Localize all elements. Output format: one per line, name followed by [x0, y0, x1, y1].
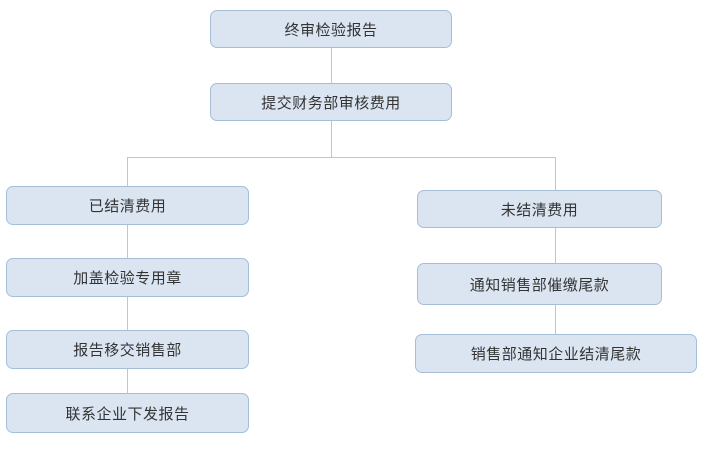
node-report-to-sales-dept: 报告移交销售部	[6, 330, 249, 369]
connector-notify-to-salesnotify	[555, 305, 556, 334]
node-sales-notify-enterprise-settle-balance: 销售部通知企业结清尾款	[415, 334, 697, 373]
connector-junction-to-settled	[127, 157, 128, 186]
connector-unsettled-to-notify	[555, 228, 556, 263]
connector-root-to-submit	[331, 48, 332, 83]
connector-junction-to-unsettled	[555, 157, 556, 190]
connector-submit-to-junction	[331, 121, 332, 157]
node-fees-settled: 已结清费用	[6, 186, 249, 225]
connector-settled-to-stamp	[127, 225, 128, 258]
node-final-inspection-report: 终审检验报告	[210, 10, 452, 48]
connector-branch-junction	[127, 157, 556, 158]
node-notify-sales-collect-balance: 通知销售部催缴尾款	[417, 263, 662, 305]
node-submit-finance-fee-review: 提交财务部审核费用	[210, 83, 452, 121]
connector-transfer-to-contact	[127, 369, 128, 393]
node-stamp-inspection-seal: 加盖检验专用章	[6, 258, 249, 297]
node-contact-enterprise-issue-report: 联系企业下发报告	[6, 393, 249, 433]
node-fees-unsettled: 未结清费用	[417, 190, 662, 228]
connector-stamp-to-transfer	[127, 297, 128, 330]
